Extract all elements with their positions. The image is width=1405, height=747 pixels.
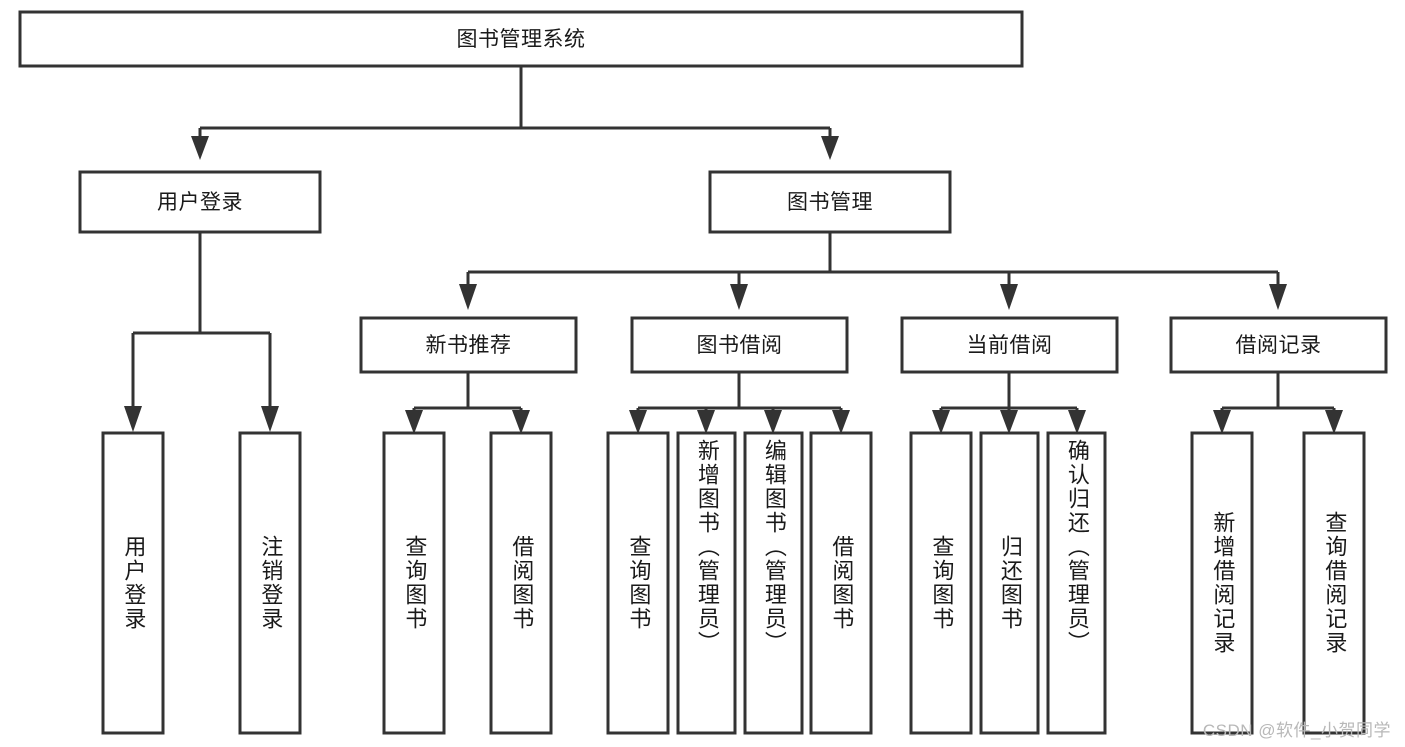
leaf-box-bb-borrow-book[interactable]: [809, 431, 873, 735]
leaf-box-user-login[interactable]: [101, 431, 165, 735]
arrow-to-book-borrow: [730, 284, 748, 310]
node-root-box[interactable]: [18, 10, 1024, 68]
leaf-box-logout[interactable]: [238, 431, 302, 735]
leaf-box-br-query-record[interactable]: [1302, 431, 1366, 735]
node-user-login-box[interactable]: [78, 170, 322, 234]
leaf-box-bb-edit-book[interactable]: [743, 431, 804, 735]
node-book-manage-box[interactable]: [708, 170, 952, 234]
node-book-borrow-box[interactable]: [630, 316, 849, 374]
arrow-br-leaf-1: [1213, 410, 1231, 434]
arrow-root-to-book-manage: [821, 136, 839, 160]
arrow-cb-leaf-2: [1000, 410, 1018, 434]
arrow-root-to-user-login: [191, 136, 209, 160]
leaf-box-nbr-borrow-book[interactable]: [489, 431, 553, 735]
arrow-to-borrow-record: [1269, 284, 1287, 310]
node-current-borrow-box[interactable]: [900, 316, 1119, 374]
arrow-bb-leaf-4: [832, 410, 850, 434]
arrow-to-leaf-logout: [261, 406, 279, 432]
watermark-text: CSDN @软件_小贺同学: [1202, 721, 1391, 740]
arrow-cb-leaf-1: [932, 410, 950, 434]
leaf-box-bb-query-book[interactable]: [606, 431, 670, 735]
arrow-to-new-book-recommend: [459, 284, 477, 310]
arrow-nbr-leaf-1: [405, 410, 423, 434]
node-new-book-recommend-box[interactable]: [359, 316, 578, 374]
leaf-box-cb-query-book[interactable]: [909, 431, 973, 735]
arrow-to-current-borrow: [1000, 284, 1018, 310]
arrow-cb-leaf-3: [1068, 410, 1086, 434]
leaf-box-cb-confirm-return[interactable]: [1046, 431, 1107, 735]
arrow-bb-leaf-3: [764, 410, 782, 434]
leaf-box-bb-add-book[interactable]: [676, 431, 737, 735]
arrow-bb-leaf-1: [629, 410, 647, 434]
arrow-nbr-leaf-2: [512, 410, 530, 434]
arrow-to-leaf-user-login: [124, 406, 142, 432]
arrow-br-leaf-2: [1325, 410, 1343, 434]
leaf-box-cb-return-book[interactable]: [979, 431, 1040, 735]
arrow-bb-leaf-2: [697, 410, 715, 434]
node-borrow-record-box[interactable]: [1169, 316, 1388, 374]
leaf-box-br-add-record[interactable]: [1190, 431, 1254, 735]
leaf-box-nbr-query-book[interactable]: [382, 431, 446, 735]
